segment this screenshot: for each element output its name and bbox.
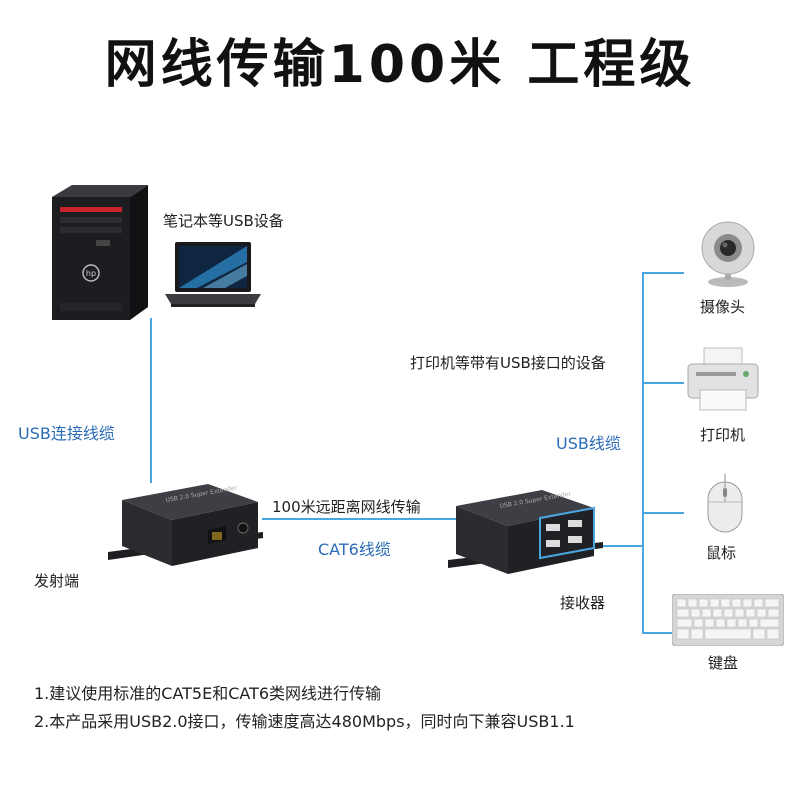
receiver-device: USB 2.0 Super Extender (448, 490, 603, 574)
usb-cable-left-line (150, 318, 152, 483)
svg-text:hp: hp (86, 269, 96, 278)
mouse-icon (707, 474, 743, 533)
page-title: 网线传输100米 工程级 (104, 35, 696, 95)
note-2: 2.本产品采用USB2.0接口，传输速度高达480Mbps，同时向下兼容USB1… (34, 712, 575, 731)
camera-icon (701, 221, 755, 287)
long-distance-label: 100米远距离网线传输 (272, 498, 421, 516)
note-1: 1.建议使用标准的CAT5E和CAT6类网线进行传输 (34, 684, 382, 703)
mouse-label: 鼠标 (706, 544, 737, 562)
pc-tower-icon: hp (52, 185, 148, 320)
cat6-cable-line (262, 518, 457, 520)
laptop-icon (165, 242, 261, 307)
usb-cable-left-label: USB连接线缆 (18, 424, 115, 443)
usb-line-camera (642, 272, 684, 274)
transmitter-label: 发射端 (34, 572, 80, 590)
printer-icon (687, 347, 759, 411)
camera-label: 摄像头 (700, 298, 746, 316)
usb-line-receiver (598, 545, 644, 547)
receiver-label: 接收器 (560, 594, 606, 612)
transmitter-device: USB 2.0 Super Extender (108, 484, 263, 566)
usb-cable-right-label: USB线缆 (556, 434, 621, 453)
keyboard-label: 键盘 (708, 654, 739, 672)
printer-devices-label: 打印机等带有USB接口的设备 (410, 354, 606, 372)
usb-cable-right-trunk (642, 272, 644, 634)
usb-line-keyboard (642, 632, 672, 634)
laptop-devices-label: 笔记本等USB设备 (163, 212, 284, 230)
keyboard-icon (672, 594, 784, 646)
usb-line-mouse (642, 512, 684, 514)
printer-label: 打印机 (700, 426, 746, 444)
cat6-label: CAT6线缆 (318, 540, 391, 559)
usb-line-printer (642, 382, 684, 384)
